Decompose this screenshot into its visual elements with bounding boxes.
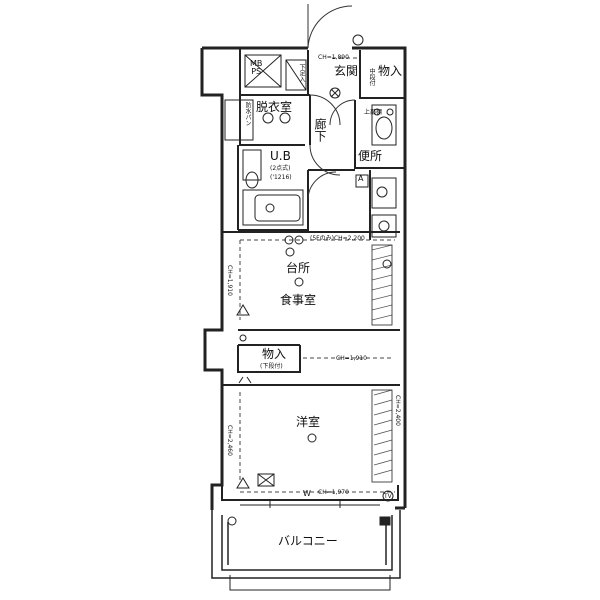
toilet-fixture <box>371 104 397 146</box>
door-swings <box>307 4 356 201</box>
room-label-balcony: バルコニー <box>278 534 338 548</box>
room-label-storage-mid: 物入 <box>262 347 287 361</box>
fixture-markers <box>227 34 394 526</box>
room-label-benjo: 便所 <box>358 149 383 163</box>
room-label-rouka: 廊下 <box>313 118 327 142</box>
ch-genkan: CH=1,890 <box>318 54 349 61</box>
unit-bath-fixtures <box>242 149 304 226</box>
internal-walls <box>221 48 405 501</box>
ch-youshitsu-left: CH=2,460 <box>226 425 233 456</box>
ch-kitchen: (5Fのみ)CH=2,200 <box>310 235 365 242</box>
window-mark: W <box>303 489 311 498</box>
washroom-fixtures <box>224 99 291 141</box>
storage-mid-sub: (下段付) <box>260 363 283 370</box>
bousui-pan-label: 防水パン <box>244 102 251 126</box>
ub-size-label: ('1216) <box>270 174 292 181</box>
benjo-sub-label: 上部棚 <box>364 109 383 116</box>
ch-storage: CH=1,910 <box>336 355 367 362</box>
room-label-youshitsu: 洋室 <box>296 415 321 429</box>
getabako-label: 下足入 <box>298 64 305 82</box>
room-label-ub: U.B <box>270 149 291 163</box>
room-label-genkan: 玄関 <box>334 64 359 78</box>
marker-a: A <box>358 174 364 183</box>
ub-sub-label: (2点式) <box>270 165 291 172</box>
storage-top-sub: 中段付 <box>368 68 375 86</box>
room-label-mbps: MB PS <box>250 59 263 76</box>
dashed-lines <box>239 57 395 493</box>
ch-kitchen-left: CH=1,910 <box>226 265 233 296</box>
getabako-box <box>285 59 307 91</box>
ch-right: CH=2,400 <box>394 395 401 426</box>
room-label-shokujishitsu: 食事室 <box>280 293 317 307</box>
ch-youshitsu-bottom: CH=1,970 <box>318 489 349 496</box>
balcony-window <box>240 499 380 508</box>
room-label-datsuishitsu: 脱衣室 <box>256 100 293 114</box>
hatched-storage <box>371 244 393 483</box>
balcony-outline <box>211 510 401 579</box>
outer-walls <box>200 46 407 510</box>
room-label-storage-top: 物入 <box>378 64 403 78</box>
room-label-daidokoro: 台所 <box>286 261 311 275</box>
kitchen-fixtures <box>355 174 397 238</box>
mbps-box <box>244 54 282 88</box>
balcony-railing <box>229 575 391 591</box>
marker-tv: TV <box>384 493 392 500</box>
